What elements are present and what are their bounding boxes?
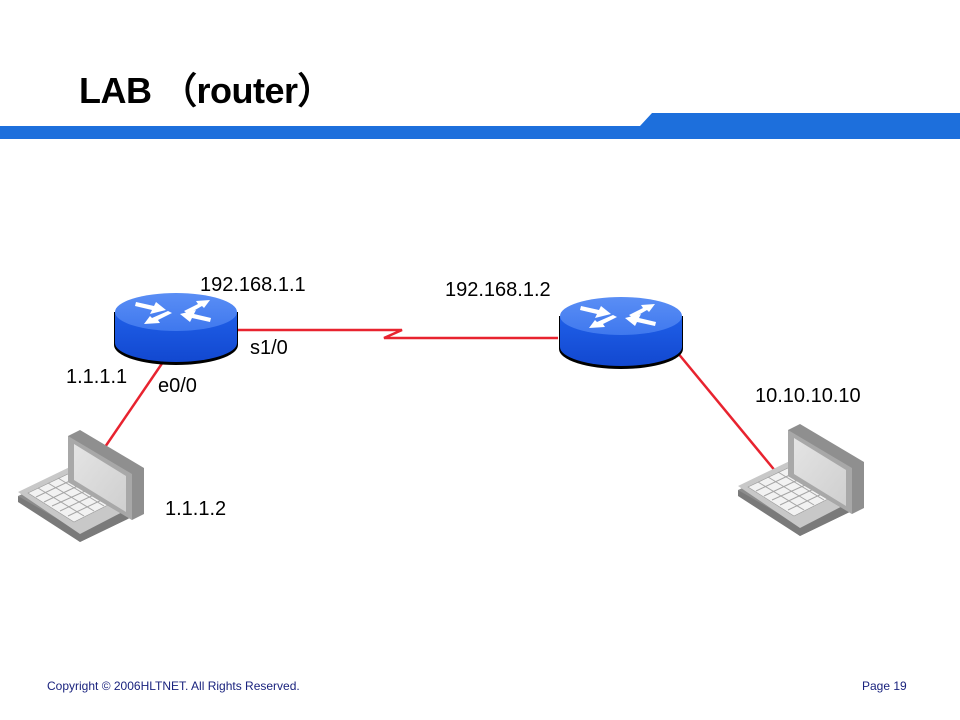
router1-serial-interface: s1/0 (250, 337, 288, 359)
router-icon[interactable] (559, 297, 683, 369)
slide-title: LAB （router） (79, 70, 334, 111)
serial-link (238, 328, 558, 340)
laptop-icon[interactable] (17, 429, 145, 543)
ethernet-link-router2-laptop2 (676, 351, 787, 485)
router2-serial-ip: 192.168.1.2 (445, 279, 551, 301)
router1-serial-ip: 192.168.1.1 (200, 274, 306, 296)
page-number: Page 19 (862, 679, 907, 693)
router-icon[interactable] (114, 293, 238, 365)
router1-ethernet-ip: 1.1.1.1 (66, 366, 128, 388)
copyright-text: Copyright © 2006HLTNET. All Rights Reser… (47, 679, 300, 693)
ethernet-link-router1-laptop1 (101, 361, 165, 451)
laptop1-ip: 1.1.1.2 (165, 498, 227, 520)
router1-ethernet-interface: e0/0 (158, 375, 197, 397)
laptop-icon[interactable] (737, 423, 865, 537)
laptop2-ip: 10.10.10.10 (755, 385, 861, 407)
